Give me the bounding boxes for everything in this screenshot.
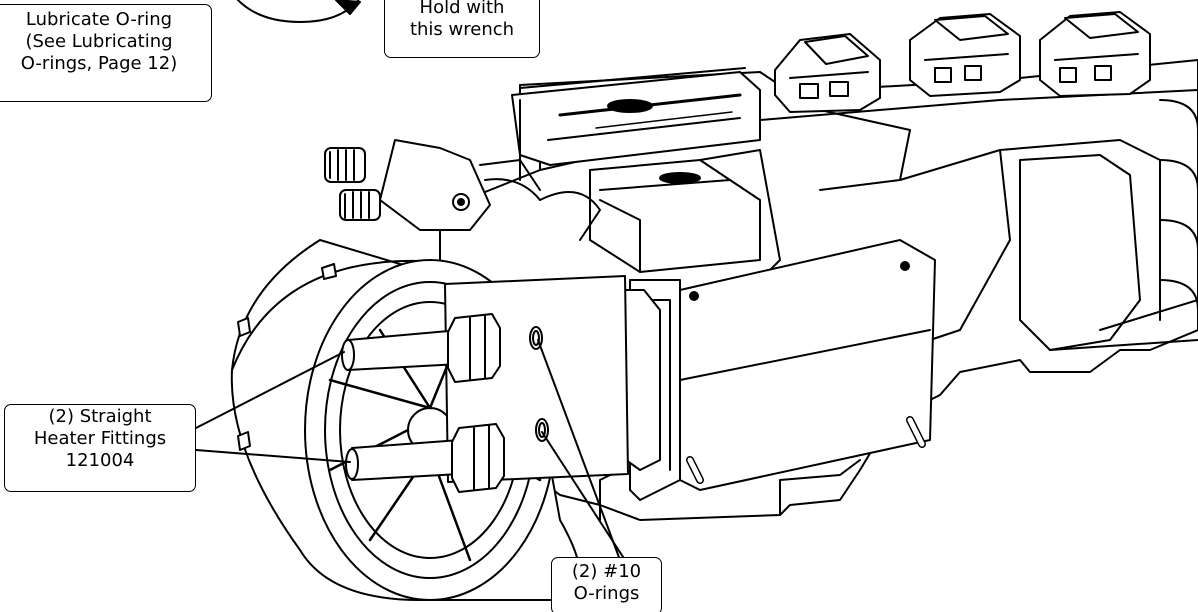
- orings-line-2: O-rings: [573, 583, 640, 604]
- motor-left: [774, 33, 881, 113]
- bypass-fittings: [324, 99, 601, 241]
- heater-fitting-bottom: [345, 423, 505, 493]
- wrench-line-2: this wrench: [409, 19, 515, 40]
- lubricate-line-3: O-rings, Page 12): [20, 53, 178, 74]
- wrench-line-1: Hold with: [419, 0, 505, 18]
- zoom-bubble: [236, 0, 361, 23]
- control-box: [511, 67, 761, 273]
- side-plates: [629, 239, 936, 501]
- heater-line-3: 121004: [65, 450, 135, 471]
- hold-wrench-callout: Hold with this wrench: [384, 0, 540, 58]
- heater-fittings-callout: (2) Straight Heater Fittings 121004: [4, 404, 196, 492]
- motor-middle: [909, 13, 1021, 97]
- heater-line-1: (2) Straight: [48, 406, 152, 427]
- studs: [686, 416, 926, 484]
- heater-line-2: Heater Fittings: [33, 428, 167, 449]
- heater-fitting-top: [341, 313, 501, 383]
- lubricate-line-2: (See Lubricating: [25, 31, 173, 52]
- lubricate-oring-callout: Lubricate O-ring (See Lubricating O-ring…: [0, 4, 212, 102]
- leader-lines: [195, 339, 626, 561]
- orings-callout: (2) #10 O-rings: [551, 557, 662, 612]
- orings-line-1: (2) #10: [571, 561, 642, 582]
- lubricate-line-1: Lubricate O-ring: [25, 9, 173, 30]
- motor-right: [1039, 11, 1151, 97]
